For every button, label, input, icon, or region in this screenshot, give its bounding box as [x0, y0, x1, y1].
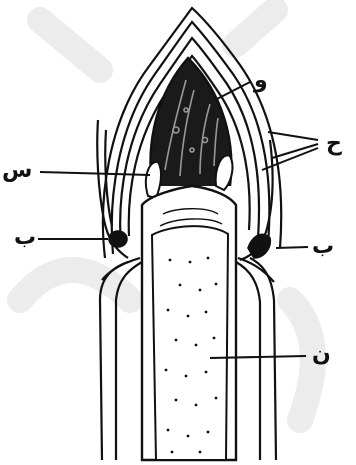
stem [142, 186, 236, 460]
label-ba-left: ب [14, 227, 36, 249]
label-ha: ح [326, 133, 342, 155]
label-waw: و [254, 70, 268, 92]
label-noon: ن [312, 344, 331, 366]
right-axillary-bud [248, 234, 270, 258]
label-seen: س [2, 160, 32, 182]
label-ba-right: ب [312, 236, 334, 258]
left-axillary-bud [109, 231, 127, 247]
